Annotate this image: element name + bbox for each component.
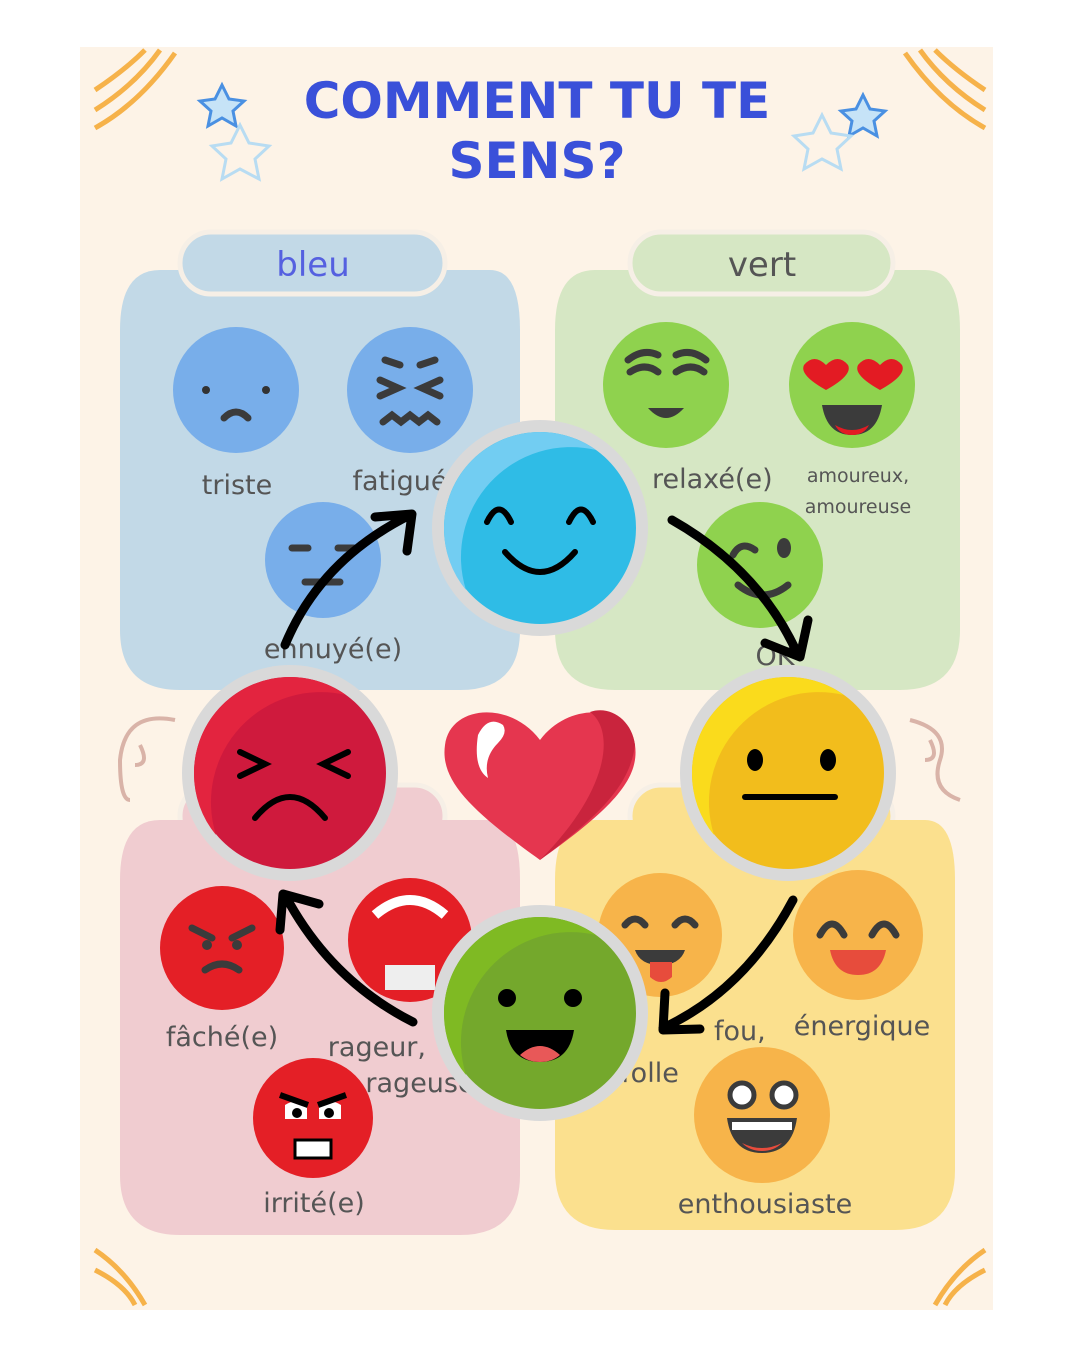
star-outline-icon <box>208 111 855 182</box>
jar-label-blue: bleu <box>276 245 350 285</box>
title-line-2: SENS? <box>448 132 625 190</box>
heart-icon <box>444 710 636 860</box>
neutral-yellow-face-icon <box>680 665 896 881</box>
relaxed-face-icon <box>603 322 729 448</box>
enthusiastic-face-icon <box>694 1047 830 1183</box>
happy-blue-face-icon <box>432 420 648 636</box>
emotion-label-raging-1: rageur, <box>328 1032 426 1063</box>
emotion-label-angry: fâché(e) <box>166 1022 278 1053</box>
cycle-arrows <box>275 509 813 1035</box>
emotion-label-in-love-1: amoureux, <box>807 465 909 487</box>
emotion-label-tired: fatigué <box>352 466 447 497</box>
emotion-label-sad: triste <box>202 470 272 501</box>
bored-face-icon <box>265 502 381 618</box>
title-line-1: COMMENT TU TE <box>304 72 771 130</box>
jar-label-green: vert <box>728 245 796 285</box>
happy-green-face-icon <box>432 905 648 1121</box>
swirl-decoration <box>117 716 961 802</box>
sad-face-icon <box>173 327 299 453</box>
energetic-face-icon <box>793 870 923 1000</box>
star-icon <box>196 81 889 139</box>
in-love-face-icon <box>789 322 915 448</box>
angry-red-face-icon <box>182 665 398 881</box>
emotion-label-silly-1: fou, <box>714 1016 766 1047</box>
emotion-label-energetic: énergique <box>794 1011 930 1042</box>
angry-face-icon <box>160 886 284 1010</box>
irritated-face-icon <box>253 1058 373 1178</box>
emotion-label-in-love-2: amoureuse <box>805 496 912 518</box>
corner-decoration <box>93 48 987 1307</box>
ok-face-icon <box>697 502 823 628</box>
tired-face-icon <box>347 327 473 453</box>
emotion-label-enthusiastic: enthousiaste <box>678 1189 852 1220</box>
emotion-label-relaxed: relaxé(e) <box>652 464 773 495</box>
emotion-label-irritated: irrité(e) <box>263 1188 365 1219</box>
